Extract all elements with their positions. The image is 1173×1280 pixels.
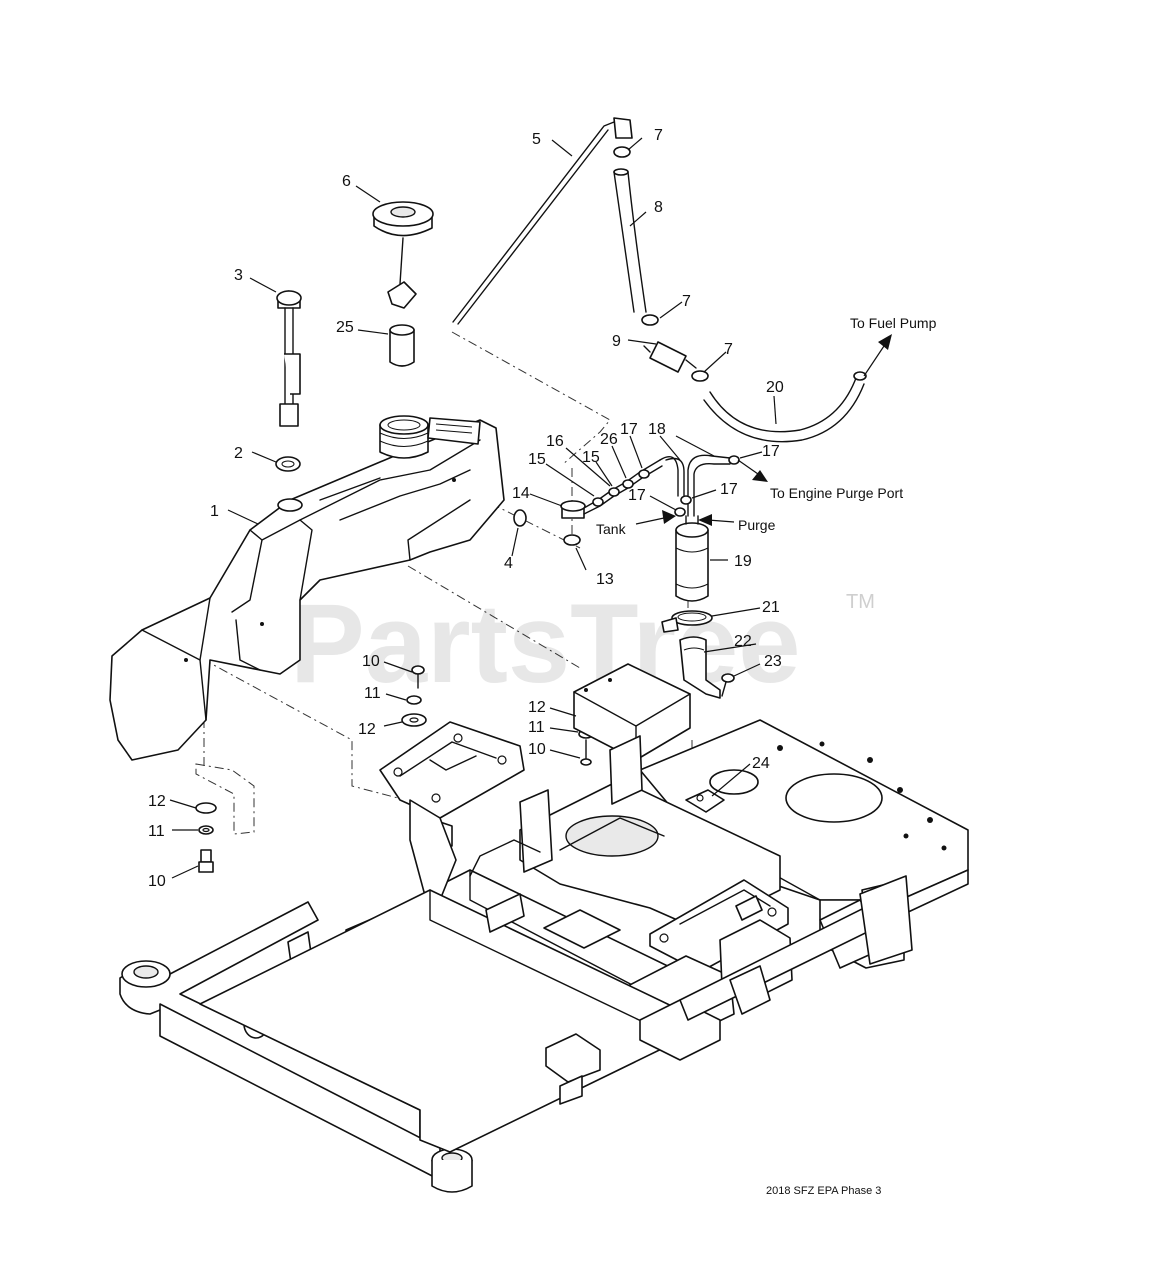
callout-11c: 11 (148, 823, 165, 840)
callout-2: 2 (234, 445, 243, 462)
fuel-hose-8 (613, 168, 647, 313)
hose-clamps-7 (613, 146, 709, 382)
callout-8: 8 (654, 199, 663, 216)
callout-22: 22 (734, 633, 752, 650)
callout-12b: 12 (528, 699, 546, 716)
callout-10c: 10 (148, 873, 166, 890)
canister-clamp-21 (661, 610, 713, 633)
note-engine-purge: To Engine Purge Port (770, 485, 903, 501)
fuel-hose-20 (703, 371, 867, 443)
callout-16: 16 (546, 433, 564, 450)
main-frame (119, 719, 969, 1193)
callout-12c: 12 (148, 793, 166, 810)
callout-21: 21 (762, 599, 780, 616)
carbon-canister-19 (675, 515, 709, 602)
callout-25: 25 (336, 319, 354, 336)
tank-bracket (195, 763, 255, 835)
flow-arrows (635, 334, 892, 526)
callout-10b: 10 (528, 741, 546, 758)
callout-17c: 17 (720, 481, 738, 498)
callout-14: 14 (512, 485, 530, 502)
watermark-text: PartsTree (290, 581, 801, 706)
screw-23 (721, 673, 735, 697)
callout-11b: 11 (528, 719, 545, 736)
tank-mount-left (379, 721, 525, 847)
watermark-tm: TM (846, 591, 875, 613)
watermark: PartsTree TM (290, 581, 875, 706)
callout-labels: 1 2 3 4 5 6 7 7 7 8 9 10 10 10 11 11 11 … (148, 127, 784, 890)
callout-23: 23 (764, 653, 782, 670)
callout-15a: 15 (528, 451, 546, 468)
filler-adapter-25 (389, 324, 415, 367)
fuel-gauge-sender (276, 290, 302, 427)
callout-5: 5 (532, 131, 541, 148)
callout-13: 13 (596, 571, 614, 588)
callout-17a: 17 (620, 421, 638, 438)
note-tank: Tank (596, 521, 627, 537)
bracket-24 (685, 789, 725, 813)
callout-26: 26 (600, 431, 618, 448)
callout-7b: 7 (682, 293, 691, 310)
note-purge: Purge (738, 517, 776, 533)
canister-bracket-22 (679, 636, 721, 699)
fuel-cap (372, 201, 434, 309)
callout-11a: 11 (364, 685, 381, 702)
callout-20: 20 (766, 379, 784, 396)
flow-notes: To Fuel Pump To Engine Purge Port Tank P… (596, 315, 937, 537)
callout-3: 3 (234, 267, 243, 284)
callout-1: 1 (210, 503, 219, 520)
vent-tube-5 (452, 117, 633, 325)
callout-10a: 10 (362, 653, 380, 670)
diagram-caption: 2018 SFZ EPA Phase 3 (766, 1185, 881, 1197)
callout-19: 19 (734, 553, 752, 570)
purge-hoses-18 (659, 454, 740, 517)
callout-24: 24 (752, 755, 770, 772)
callout-7a: 7 (654, 127, 663, 144)
fuel-tank (109, 415, 505, 761)
callout-17b: 17 (762, 443, 780, 460)
callout-6: 6 (342, 173, 351, 190)
fuel-filter-9 (643, 341, 697, 373)
leader-lines (169, 137, 777, 879)
hardware-stack-center (401, 665, 427, 727)
callout-18: 18 (648, 421, 666, 438)
callout-4: 4 (504, 555, 513, 572)
callout-15b: 15 (582, 449, 600, 466)
purge-fittings (513, 459, 663, 546)
hardware-stack-left (195, 802, 217, 873)
callout-12a: 12 (358, 721, 376, 738)
callout-7c: 7 (724, 341, 733, 358)
callout-9: 9 (612, 333, 621, 350)
grommet-2 (275, 456, 301, 472)
note-fuel-pump: To Fuel Pump (850, 315, 937, 331)
callout-17d: 17 (628, 487, 646, 504)
